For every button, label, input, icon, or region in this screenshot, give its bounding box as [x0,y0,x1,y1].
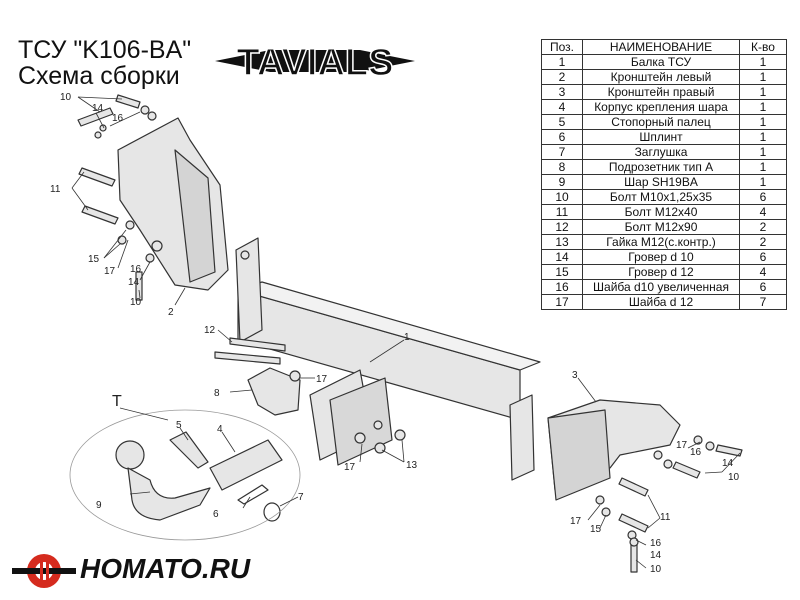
col-header-qty: К-во [739,39,787,55]
callout-9: 9 [96,500,102,511]
diagram-subtitle: Схема сборки [18,62,180,90]
callout-14-b: 14 [128,277,140,288]
callout-10: 10 [60,92,72,103]
callout-2: 2 [168,307,174,318]
brand-wordmark: TAVIALS [237,42,394,84]
cell-pos: 17 [541,294,583,310]
tow-ball [115,440,145,470]
table-header-row: Поз. НАИМЕНОВАНИЕ К-во [541,39,787,55]
callout-10-c: 10 [728,472,740,483]
homato-logo-icon [12,554,76,588]
cell-name: Заглушка [582,144,740,160]
callout-14: 14 [92,103,104,114]
ball-arm [127,467,211,521]
bolt [618,513,649,533]
callout-16-b: 16 [130,264,142,275]
bolt [214,351,281,365]
beam-left-plate [235,237,263,343]
callout-13: 13 [406,460,418,471]
ball-mount-tube [209,439,283,491]
callout-11: 11 [50,184,61,195]
callout-1: 1 [404,332,410,343]
cell-name: Корпус крепления шара [582,99,740,115]
callout-4: 4 [217,424,223,435]
callout-15: 15 [88,254,100,265]
callout-14-c: 14 [722,458,734,469]
cell-name: Болт М12х90 [582,219,740,235]
kit-callout-T: T [112,393,122,410]
cotter-pin [237,484,269,505]
callout-16-c: 16 [690,447,702,458]
cell-pos: 15 [541,264,583,280]
callout-15-b: 15 [590,524,602,535]
callout-10-d: 10 [650,564,662,575]
callout-5: 5 [176,420,182,431]
callout-3: 3 [572,370,578,381]
callout-14-d: 14 [650,550,662,561]
callout-17-e: 17 [676,440,688,451]
callout-17: 17 [104,266,116,277]
bolt [81,205,119,225]
bolt [715,444,743,457]
lock-pin [169,431,209,469]
callout-16: 16 [112,113,124,124]
beam-right-plate [509,394,535,481]
col-header-pos: Поз. [541,39,583,55]
callout-16-d: 16 [650,538,662,549]
tavials-logo: TAVIALS [215,41,415,85]
kit-outline [69,409,301,541]
cell-name: Шайба d 12 [582,294,740,310]
bolt [229,337,286,352]
callout-12: 12 [204,325,216,336]
cell-name: Болт М10х1,25х35 [582,189,740,205]
cell-name: Шплинт [582,129,740,145]
cap [263,502,281,522]
callout-10-b: 10 [130,297,142,308]
callout-17-b: 17 [316,374,328,385]
diagram-title: ТСУ "K106-BA" [18,36,192,64]
callout-8: 8 [214,388,220,399]
cell-name: Кронштейн левый [582,69,740,85]
bolt [672,461,701,479]
bolt [115,94,141,109]
socket-holder [247,367,301,416]
callout-6: 6 [213,509,219,520]
callout-11-b: 11 [660,512,671,523]
bolt [630,544,638,573]
callout-7: 7 [298,492,304,503]
bolt [78,167,116,187]
col-header-name: НАИМЕНОВАНИЕ [582,39,740,55]
cell-qty: 1 [739,174,787,190]
callout-17-c: 17 [344,462,356,473]
site-wordmark: HOMATO.RU [80,553,251,584]
cell-qty: 7 [739,294,787,310]
cell-pos: 14 [541,249,583,265]
cell-name: Подрозетник тип А [582,159,740,175]
bolt [618,477,649,497]
cell-name: Балка ТСУ [582,54,740,70]
callout-17-d: 17 [570,516,582,527]
